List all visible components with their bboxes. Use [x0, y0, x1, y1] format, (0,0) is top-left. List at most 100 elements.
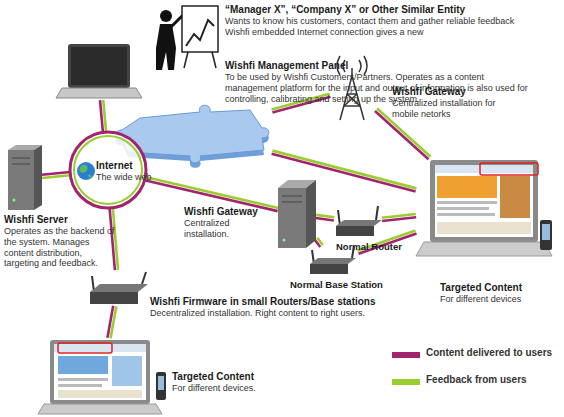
node-description: Centralized installation.: [184, 218, 276, 240]
network-link: [382, 214, 416, 221]
node-heading: Wishfi Gateway: [184, 206, 284, 218]
feedback-line: [42, 175, 70, 178]
presenter-figure: [160, 10, 172, 22]
gateway-server: [282, 202, 302, 203]
internet-circle: [77, 162, 95, 180]
server-node: Wishfi ServerOperates as the backend of …: [8, 145, 42, 211]
network-link: [42, 172, 70, 178]
manager-laptop: [56, 88, 142, 98]
bottom-laptop: [50, 340, 150, 404]
node-description: For different devices: [440, 294, 560, 305]
server-tower: [13, 199, 16, 202]
internet-node: InternetThe wide web: [70, 132, 146, 208]
bottom-laptop: [58, 343, 112, 353]
node-heading: Internet: [96, 160, 156, 172]
presenter-figure: [156, 6, 218, 70]
manager-laptop: [56, 44, 142, 98]
node-heading: Wishfi Gateway: [392, 86, 542, 98]
radio-tower: [344, 105, 360, 107]
bottom-laptop: [156, 372, 166, 400]
node-heading: Targeted Content: [172, 371, 292, 383]
firmware-node: Wishfi Firmware in small Routers/Base st…: [88, 270, 148, 306]
bottom-laptop: [112, 356, 142, 386]
router-symbol: [336, 226, 374, 236]
node-heading: Wishfi Management Panel: [225, 60, 555, 72]
targeted-content-node: Targeted ContentFor different devices: [416, 158, 554, 258]
bottom-laptop: [54, 344, 146, 400]
content-line: [272, 154, 416, 192]
content-line: [110, 208, 115, 270]
network-link: [272, 151, 417, 192]
manager-laptop: [71, 47, 127, 85]
router-node: Normal Router: [334, 206, 382, 238]
bottom-laptop: [158, 376, 164, 390]
target-laptop: [435, 165, 533, 237]
gateway-server: [278, 188, 306, 248]
internet-circle: [79, 165, 88, 173]
router-symbol: [336, 220, 382, 226]
firmware-router: [90, 284, 148, 292]
content-line: [315, 240, 321, 247]
bottom-laptop: [58, 378, 108, 381]
bottom-laptop: [38, 404, 162, 414]
legend-text: Content delivered to users: [426, 347, 552, 358]
target-laptop: [437, 222, 531, 234]
firmware-router: [90, 272, 148, 304]
target-laptop: [416, 242, 552, 256]
node-heading: Normal Router: [336, 241, 436, 252]
node-description: Wants to know his customers, contact the…: [225, 16, 530, 38]
target-laptop: [500, 176, 530, 218]
presenter-figure: [184, 52, 188, 68]
presenter-figure: [156, 24, 176, 70]
node-description: The wide web: [96, 172, 166, 183]
target-laptop: [416, 160, 552, 256]
network-link: [316, 215, 334, 221]
content-line: [42, 172, 70, 175]
bottom-laptop: [58, 384, 102, 387]
node-heading: “Manager X”, “Company X” or Other Simila…: [225, 4, 555, 16]
server-tower: [8, 145, 42, 210]
node-heading: Normal Base Station: [290, 279, 410, 290]
target-laptop: [437, 213, 495, 216]
firmware-router: [90, 292, 138, 304]
node-description: For different devices.: [172, 383, 292, 394]
manager-laptop: [68, 44, 130, 88]
node-heading: Wishfi Firmware in small Routers/Base st…: [150, 296, 420, 308]
legend-swatch: [392, 379, 420, 385]
presenter-figure: [212, 52, 216, 68]
server-tower: [12, 158, 30, 159]
target-laptop: [430, 160, 538, 242]
gateway-server: [278, 180, 316, 248]
base-station-symbol: [310, 258, 356, 264]
feedback-line: [316, 215, 334, 217]
targeted-content-node: Targeted ContentFor different devices.: [38, 338, 166, 416]
content-line: [107, 306, 113, 338]
router-symbol: [336, 206, 382, 236]
gateway-server: [283, 239, 286, 242]
internet-circle: [88, 175, 91, 179]
target-laptop: [437, 176, 497, 198]
gateway-server: [306, 180, 316, 248]
network-link: [107, 306, 116, 339]
manager-node: “Manager X”, “Company X” or Other Simila…: [56, 44, 142, 100]
legend-text: Feedback from users: [426, 374, 527, 385]
router-symbol: [376, 206, 378, 220]
target-laptop: [540, 220, 552, 250]
server-tower: [12, 164, 30, 165]
node-heading: Wishfi Server: [4, 214, 124, 226]
presenter-figure: [182, 6, 218, 52]
bottom-laptop: [58, 356, 108, 374]
target-laptop: [435, 165, 533, 173]
content-line: [382, 217, 416, 221]
gateway-server: [282, 196, 302, 197]
server-tower: [8, 150, 34, 210]
feedback-line: [272, 151, 416, 189]
presenter-figure: [186, 20, 214, 46]
network-link: [100, 100, 106, 132]
target-laptop: [437, 207, 489, 210]
bottom-laptop: [58, 390, 142, 398]
target-laptop: [437, 201, 497, 204]
legend-swatch: [392, 352, 420, 358]
node-description: Decentralized installation. Right conten…: [150, 308, 420, 319]
